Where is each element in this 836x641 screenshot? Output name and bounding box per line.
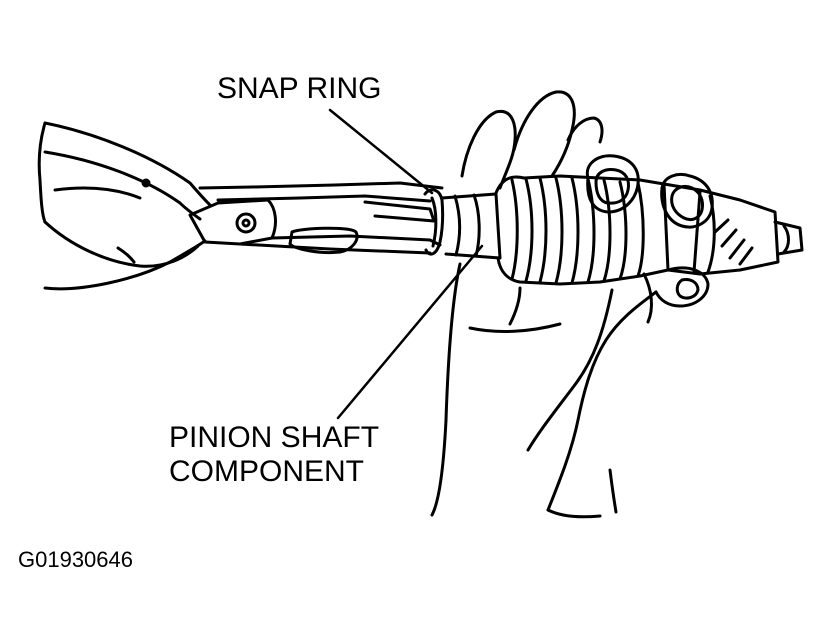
boot-rib [636, 181, 645, 278]
hand [430, 90, 710, 519]
snap-ring-part [423, 188, 445, 256]
housing-body [662, 182, 780, 276]
boot-outline [494, 174, 670, 286]
fingernail [675, 278, 700, 300]
finger-under-housing [654, 266, 710, 308]
pliers-pivot-body [188, 198, 277, 246]
snap-ring-pliers [37, 121, 444, 291]
boot-rib [618, 180, 628, 281]
figure-id: G01930646 [18, 547, 133, 572]
pliers-lower-jaw-outer [238, 242, 432, 255]
leader-lines [328, 108, 484, 420]
mounting-boss-face [670, 184, 704, 222]
wrist-line [546, 508, 602, 519]
boot-rib [554, 176, 564, 285]
hand-lower-edge [526, 288, 614, 452]
thumb-lower [642, 272, 653, 324]
pliers-handle-crease [116, 246, 136, 264]
callout-pinion-shaft-line1: PINION SHAFT [169, 421, 380, 454]
pinion-shaft [423, 188, 502, 260]
boot-rib [570, 176, 580, 285]
boot-rib [586, 177, 596, 284]
shaft-step [472, 193, 481, 258]
mounting-boss [585, 154, 640, 214]
callout-snap-ring: SNAP RING [217, 72, 382, 105]
leader-line-snap-ring [328, 108, 434, 195]
hand-palm-edge [430, 262, 462, 517]
snap-ring-part-inner [430, 196, 438, 248]
shaft-end-cap [782, 224, 790, 254]
leader-line-pinion-shaft [336, 244, 484, 420]
pliers-handle-rivet-dot [141, 178, 151, 188]
pivot-rivet [235, 212, 257, 234]
hand-back-edge [546, 290, 658, 512]
pliers-upper-handle [43, 121, 212, 207]
index-finger [460, 109, 517, 190]
mounting-boss [660, 173, 714, 229]
pliers-handle-grip-line [53, 186, 142, 200]
pliers-handle-end [37, 121, 47, 224]
palm-crease [468, 322, 562, 333]
pliers-lower-handle [43, 220, 200, 268]
pliers-upper-handle-inner [43, 150, 202, 221]
pliers-upper-jaw-tip [363, 200, 436, 223]
wrist-line [608, 468, 618, 514]
mounting-boss-face [594, 168, 630, 205]
boot-rib [538, 176, 548, 284]
callout-pinion-shaft-line2: COMPONENT [169, 455, 364, 488]
pivot-rivet-center [241, 218, 251, 228]
palm-crease [508, 286, 522, 326]
ring-finger [566, 116, 604, 144]
shaft-end [773, 220, 804, 256]
housing-rib [692, 190, 702, 274]
pinion-housing [585, 154, 804, 276]
pliers-upper-jaw-inner [216, 194, 432, 203]
rubber-boot [494, 174, 670, 286]
pliers-lower-jaw-grip [288, 226, 359, 254]
shaft-groove [453, 194, 462, 257]
pliers-upper-jaw [198, 181, 444, 190]
middle-finger [512, 90, 576, 178]
shaft-body [440, 192, 502, 260]
boot-rib [602, 178, 612, 283]
pliers-lower-handle-inner [43, 239, 207, 291]
housing-gear-teeth [713, 218, 754, 266]
boot-rib [524, 177, 534, 283]
boot-rib [510, 178, 519, 281]
